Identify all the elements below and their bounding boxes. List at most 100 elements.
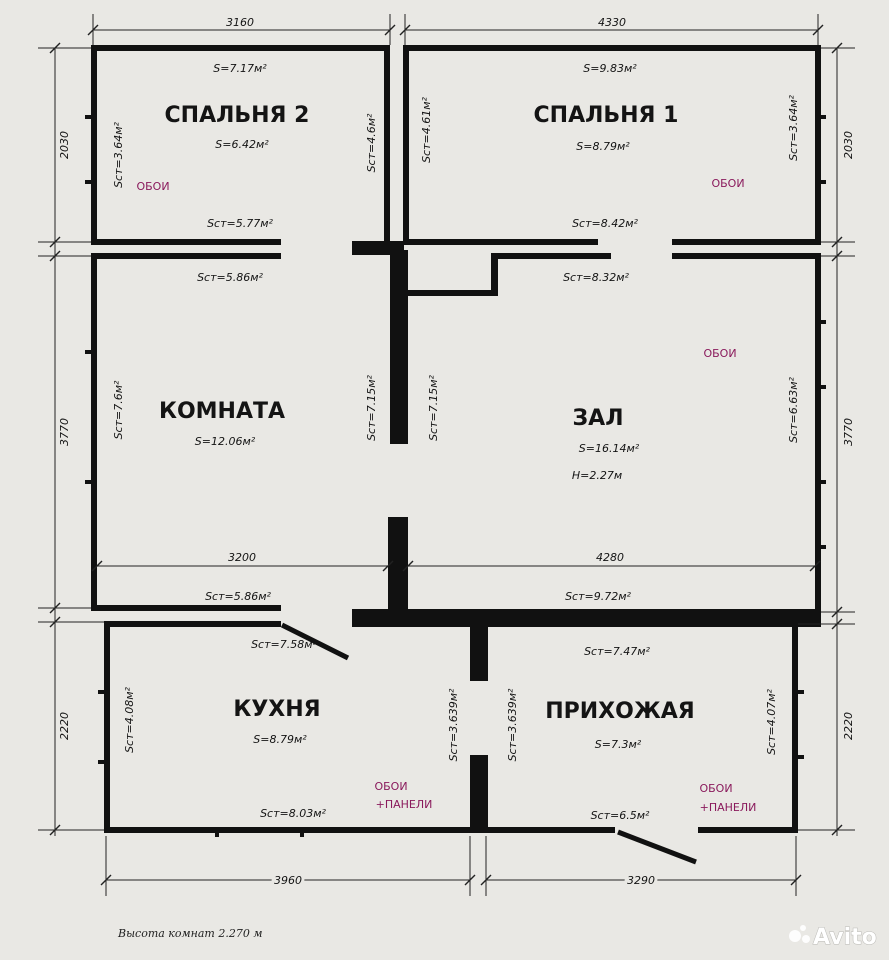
window-nub [300,829,304,837]
dim-mid-left: 3200 [228,551,256,564]
door-entry [617,829,697,865]
dim-bottom-left: 3960 [274,874,302,887]
kitchen-name: КУХНЯ [233,697,320,722]
window-nub [85,480,93,484]
dim-mid-right: 4280 [596,551,624,564]
wall-hall-bottom [352,609,821,627]
room-bedroom1: S=9.83м² СПАЛЬНЯ 1 S=8.79м² Sст=4.61м² S… [420,62,800,230]
entry-wall-left: Sст=3.639м² [506,688,519,761]
avito-watermark: Avito [789,925,877,951]
avito-logo-icon-dot-small [800,925,806,931]
dim-top-right: 4330 [598,16,626,29]
hall-wall-left: Sст=7.15м² [427,374,440,440]
wall-entry-bottom [485,827,615,833]
entry-wall-bottom: Sст=6.5м² [591,809,650,822]
wall-bedroom2-top [91,45,390,51]
dim-top-left: 3160 [226,16,254,29]
kitchen-finish-2: +ПАНЕЛИ [376,798,433,811]
wall-hall-top [491,253,611,259]
window-nub [818,180,826,184]
wall-bedroom2-right [384,45,390,255]
kitchen-wall-left: Sст=4.08м² [123,686,136,752]
wall-mid-vertical [388,517,408,615]
dim-left-bottom: 2220 [58,712,71,740]
avito-logo-icon [789,930,801,942]
door-kitchen [280,622,350,661]
bedroom1-name: СПАЛЬНЯ 1 [534,103,679,128]
entry-name: ПРИХОЖАЯ [545,699,695,724]
wall-hall-top-r [672,253,821,259]
avito-logo-icon-dot [802,935,810,943]
kitchen-wall-top: Sст=7.58м² [251,638,317,651]
window-nub [98,690,106,694]
dim-right-mid: 3770 [842,418,855,446]
window-nub [215,829,219,837]
wall-hall-step-v [491,253,498,296]
bedroom1-wall-bottom: Sст=8.42м² [572,217,638,230]
hall-name: ЗАЛ [573,406,624,431]
dim-left-top: 2030 [58,131,71,159]
window-nub [818,385,826,389]
bedroom1-floor-area: S=8.79м² [576,140,630,153]
dim-right-bottom: 2220 [842,712,855,740]
room-entry: Sст=7.47м² ПРИХОЖАЯ S=7.3м² Sст=3.639м² … [506,645,778,822]
wall-hall-step [408,290,498,296]
wall-room-left [91,253,97,611]
hall-height: H=2.27м [572,469,622,482]
entry-floor-area: S=7.3м² [595,738,642,751]
bedroom2-name: СПАЛЬНЯ 2 [165,103,310,128]
kitchen-wall-right: Sст=3.639м² [447,688,460,761]
wall-bedroom1-bottom-r [672,239,821,245]
wall-kitchen-bottom [104,827,471,833]
wall-kitchen-entry-low [470,755,488,833]
bedroom2-ceiling-area: S=7.17м² [213,62,267,75]
window-nub [796,755,804,759]
room-wall-top: Sст=5.86м² [197,271,263,284]
bedroom2-floor-area: S=6.42м² [215,138,269,151]
wall-bedroom1-right [815,45,821,245]
walls [85,45,826,865]
ceiling-height-note: Высота комнат 2.270 м [117,927,262,940]
window-nub [98,760,106,764]
bedroom2-wall-bottom: Sст=5.77м² [207,217,273,230]
wall-stub-vertical [390,250,408,444]
entry-wall-right: Sст=4.07м² [765,688,778,754]
entry-finish-1: ОБОИ [699,782,732,795]
dim-bottom-right: 3290 [627,874,655,887]
entry-finish-2: +ПАНЕЛИ [700,801,757,814]
room-floor-area: S=12.06м² [195,435,256,448]
bedroom1-finish: ОБОИ [711,177,744,190]
room-wall-left: Sст=7.6м² [112,380,125,439]
wall-kitchen-entry [470,621,488,681]
dim-right-top: 2030 [842,131,855,159]
wall-entry-bottom-r [698,827,798,833]
window-nub [85,350,93,354]
wall-room-bottom [91,605,281,611]
kitchen-wall-bottom: Sст=8.03м² [260,807,326,820]
bedroom2-wall-left: Sст=3.64м² [112,121,125,187]
room-bedroom2: S=7.17м² СПАЛЬНЯ 2 S=6.42м² Sст=3.64м² S… [112,62,378,230]
hall-wall-bottom: Sст=9.72м² [565,590,631,603]
window-nub [85,180,93,184]
window-nub [796,690,804,694]
room-komnata: Sст=5.86м² КОМНАТА S=12.06м² Sст=7.6м² S… [112,271,378,603]
bedroom1-wall-right: Sст=3.64м² [787,94,800,160]
wall-bedroom1-bottom [403,239,598,245]
kitchen-floor-area: S=8.79м² [253,733,307,746]
kitchen-finish-1: ОБОИ [374,780,407,793]
room-name: КОМНАТА [159,399,285,424]
hall-wall-top: Sст=8.32м² [563,271,629,284]
window-nub [818,115,826,119]
hall-floor-area: S=16.14м² [579,442,640,455]
window-nub [818,320,826,324]
wall-bedroom2-left [91,45,97,245]
wall-kitchen-left [104,621,110,833]
room-hall: Sст=8.32м² ОБОИ ЗАЛ S=16.14м² H=2.27м Sс… [427,271,800,603]
dim-left-mid: 3770 [58,418,71,446]
bedroom1-wall-left: Sст=4.61м² [420,96,433,162]
wall-entry-right [792,621,798,833]
wall-room-top [91,253,281,259]
wall-bedroom1-top [403,45,821,51]
wall-bedroom1-left [403,45,409,245]
